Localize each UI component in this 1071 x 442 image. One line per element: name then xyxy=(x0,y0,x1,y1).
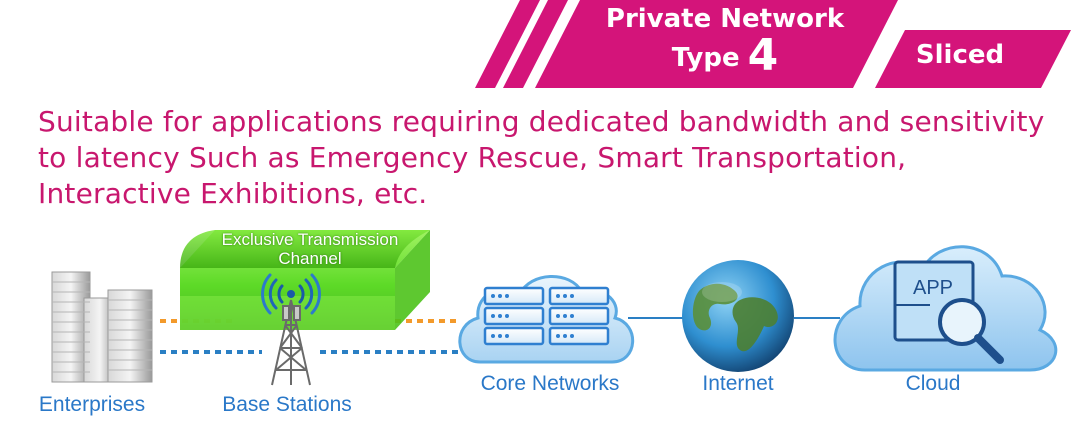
network-diagram xyxy=(51,230,1058,386)
channel-label: Exclusive Transmission Channel xyxy=(221,230,399,268)
header-banner xyxy=(475,0,1071,88)
core-networks-label: Core Networks xyxy=(480,372,620,395)
banner-stripe-1 xyxy=(475,0,540,88)
magnifier-icon xyxy=(938,298,1004,364)
server-rack-icon xyxy=(483,286,610,346)
description-text: Suitable for applications requiring dedi… xyxy=(38,105,1045,210)
type-number: 4 xyxy=(747,30,779,82)
enterprises-label: Enterprises xyxy=(38,393,146,416)
title-line2: Type xyxy=(671,43,740,74)
title-line1: Private Network xyxy=(605,4,845,34)
banner-main-shape xyxy=(535,0,898,88)
app-label: APP xyxy=(912,277,954,299)
internet-label: Internet xyxy=(702,372,774,395)
internet-globe-icon xyxy=(682,260,794,372)
banner-sliced-shape xyxy=(875,30,1071,88)
signal-waves-icon xyxy=(261,273,321,315)
enterprises-buildings-icon xyxy=(51,271,153,383)
server-leds xyxy=(491,294,574,338)
sliced-tag: Sliced xyxy=(915,40,1005,70)
base-stations-label: Base Stations xyxy=(222,393,352,416)
base-station-tower-icon xyxy=(271,299,311,386)
cloud-label: Cloud xyxy=(905,372,961,395)
banner-stripe-2 xyxy=(503,0,568,88)
